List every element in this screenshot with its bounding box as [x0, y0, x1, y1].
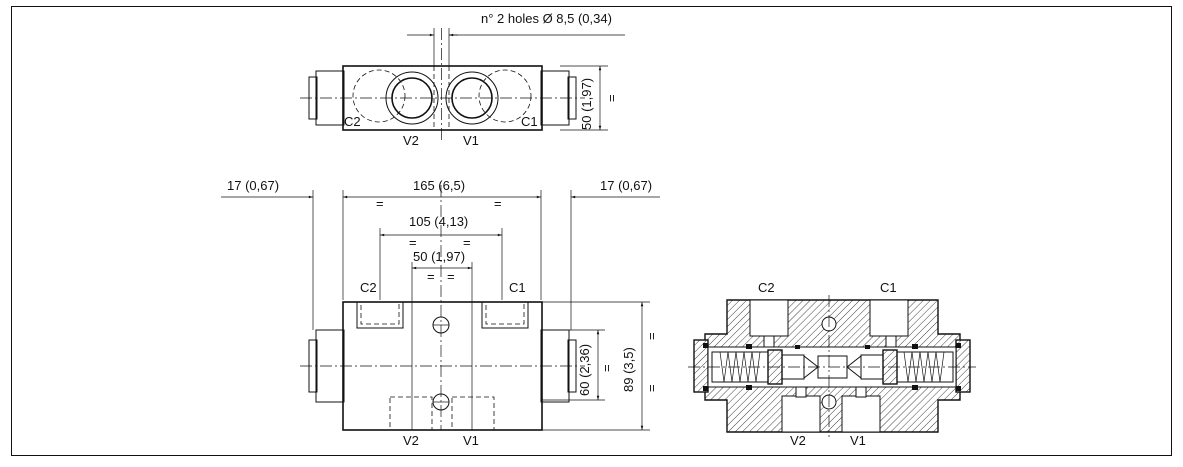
front-port-v2-label: V2 [403, 433, 419, 448]
front-port-c1-label: C1 [509, 280, 526, 295]
body-height-equal-mark: = [599, 364, 614, 372]
top-equal-mark: = [604, 94, 619, 102]
side-right-dimension: 17 (0,67) [600, 178, 652, 193]
hole-equal-mark-left: = [427, 269, 435, 284]
top-port-v2-label: V2 [403, 133, 419, 148]
section-view [688, 295, 976, 437]
overall-length-dimension: 165 (6,5) [413, 178, 465, 193]
holes-note-label: n° 2 holes Ø 8,5 (0,34) [481, 11, 612, 26]
section-port-c1-label: C1 [880, 280, 897, 295]
overall-height-equal-mark-bottom: = [644, 384, 659, 392]
top-port-c1-label: C1 [521, 114, 538, 129]
section-port-c2-label: C2 [758, 280, 775, 295]
hole-equal-mark-right: = [447, 269, 455, 284]
equal-mark-right: = [494, 196, 502, 211]
front-port-c2-label: C2 [360, 280, 377, 295]
overall-height-equal-mark-top: = [644, 332, 659, 340]
top-port-v1-label: V1 [463, 133, 479, 148]
frame-border [11, 6, 1172, 456]
top-height-dimension: 50 (1,97) [579, 78, 594, 130]
port-spacing-dimension: 105 (4,13) [409, 214, 468, 229]
port-equal-mark-right: = [463, 235, 471, 250]
top-port-c2-label: C2 [344, 114, 361, 129]
section-port-v1-label: V1 [850, 433, 866, 448]
overall-height-dimension: 89 (3,5) [621, 347, 636, 392]
side-left-dimension: 17 (0,67) [227, 178, 279, 193]
top-view [300, 28, 625, 140]
equal-mark-left: = [376, 196, 384, 211]
hole-spacing-dimension: 50 (1,97) [413, 249, 465, 264]
front-view [221, 185, 660, 431]
port-equal-mark-left: = [409, 235, 417, 250]
section-port-v2-label: V2 [790, 433, 806, 448]
body-height-dimension: 60 (2,36) [577, 344, 592, 396]
front-port-v1-label: V1 [463, 433, 479, 448]
